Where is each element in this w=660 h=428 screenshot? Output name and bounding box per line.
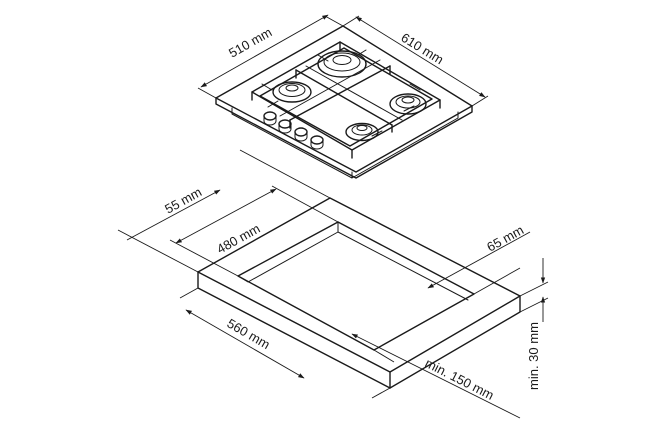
dim-cutout-width: 560 mm <box>179 287 391 399</box>
hob-drawing: 510 mm 610 mm <box>197 14 489 179</box>
hob-width-label: 610 mm <box>398 30 446 67</box>
side-clearance-label: 65 mm <box>484 222 526 254</box>
hob-depth-label: 510 mm <box>226 24 274 60</box>
burner-front <box>345 122 379 142</box>
burner-left <box>272 81 312 103</box>
hob-body <box>231 107 459 179</box>
worktop-cutout-drawing: 55 mm 480 mm 65 mm 560 mm min. 150 mm <box>117 149 549 419</box>
control-knobs <box>263 111 324 150</box>
dim-side-clearance: 65 mm <box>427 222 531 295</box>
knob-1 <box>263 111 277 126</box>
dim-front-clearance: min. 150 mm <box>351 333 521 419</box>
dim-worktop-thickness: min. 30 mm <box>519 258 549 390</box>
knob-2 <box>278 119 292 134</box>
worktop-top <box>197 197 521 373</box>
front-clearance-label: min. 150 mm <box>423 355 497 402</box>
hob-plate-edge <box>215 97 473 179</box>
clearance-label: 55 mm <box>162 184 204 216</box>
burner-rear <box>317 50 367 78</box>
knob-3 <box>294 127 308 142</box>
burner-right <box>389 93 427 115</box>
knob-4 <box>310 135 324 150</box>
worktop-thickness-label: min. 30 mm <box>526 322 541 390</box>
cutout-width-label: 560 mm <box>225 316 273 352</box>
cutout-depth-label: 480 mm <box>214 221 262 257</box>
